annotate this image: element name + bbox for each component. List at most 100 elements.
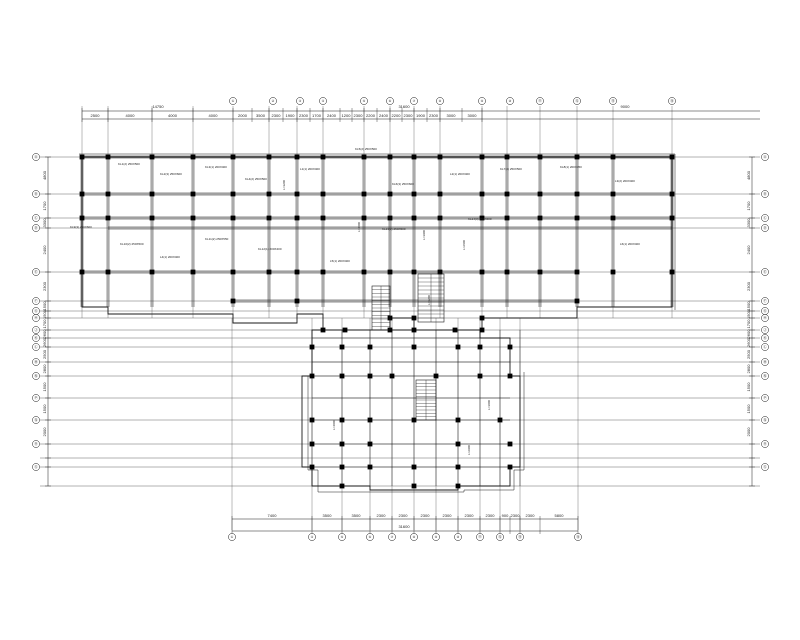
beam-label: KL2(3) 250X600 (160, 172, 182, 176)
left-axis-bubble-circle (32, 463, 40, 471)
beam-label: KL1(2) 250X500 (118, 162, 140, 166)
left-dim-text: 4800 (42, 170, 47, 180)
column (669, 191, 675, 197)
bottom-overall-dims: 31600 (398, 524, 410, 529)
beam-label: KL10(2) 250X500 (120, 242, 144, 246)
right-dim-text: 3300 (746, 218, 751, 228)
right-axis-bubble-label: Ⓙ (763, 327, 767, 332)
right-dim-text: 2400 (746, 245, 751, 255)
left-axis-bubble-label: Ⓗ (34, 315, 38, 320)
column (230, 154, 236, 160)
column (610, 154, 616, 160)
column (320, 191, 326, 197)
column (437, 269, 443, 275)
column (507, 373, 513, 379)
right-axis-bubble-label: Ⓕ (763, 298, 767, 303)
column (610, 191, 616, 197)
left-axis-bubble-circle (32, 214, 40, 222)
bottom-dim-text: 2300 (465, 513, 475, 518)
left-axis-bubble-label: Ⓢ (34, 464, 38, 469)
right-axis-bubble-circle (761, 343, 769, 351)
column (574, 298, 580, 304)
right-axis-bubble-label: Ⓑ (763, 191, 767, 196)
column (411, 483, 417, 489)
right-axis-bubble-label: Ⓡ (763, 441, 767, 446)
bottom-axis-bubble-label: ⑥ (369, 535, 372, 539)
column (105, 269, 111, 275)
column (537, 191, 543, 197)
slab-label: L=3200 (427, 295, 431, 305)
beam-label: L3(2) 200X400 (615, 179, 635, 183)
column (361, 269, 367, 275)
right-dim-text: 1700 (746, 319, 751, 329)
top-dim-text: 2300 (299, 113, 309, 118)
column (437, 154, 443, 160)
column (479, 327, 485, 333)
column (479, 154, 485, 160)
beam-label: L1(1) 200X400 (300, 167, 320, 171)
column (339, 464, 345, 470)
right-axis-bubble-circle (761, 334, 769, 342)
left-dim-text: 2600 (42, 329, 47, 339)
column (504, 215, 510, 221)
left-axis-bubble-label: Ⓡ (34, 441, 38, 446)
top-dim-text: 3000 (468, 113, 478, 118)
left-axis-bubble-circle (32, 343, 40, 351)
column (309, 344, 315, 350)
top-axis-bubble-label: ⑦ (413, 99, 416, 103)
top-axis-bubble-label: ④ (322, 99, 325, 103)
column (387, 215, 393, 221)
left-axis-bubble-label: Ⓕ (34, 298, 38, 303)
slab-label: L=3900 (422, 230, 426, 240)
column (339, 483, 345, 489)
column (477, 344, 483, 350)
bottom-axis-bubble-circle (410, 533, 418, 541)
right-axis-bubble-circle (761, 372, 769, 380)
top-dim-text: 2200 (366, 113, 376, 118)
column (79, 215, 85, 221)
slab-label: L=3000 (487, 400, 491, 410)
top-dim-text: 2300 (429, 113, 439, 118)
left-dim-text: 3300 (42, 218, 47, 228)
column (479, 191, 485, 197)
left-axis-bubble-circle (32, 334, 40, 342)
bottom-axis-bubble-circle (476, 533, 484, 541)
beam-label: KL9(3) 250X600 (70, 225, 92, 229)
column (339, 441, 345, 447)
left-axis-bubble-label: Ⓒ (34, 215, 38, 220)
column (190, 191, 196, 197)
bottom-axis-bubble-label: ⑩ (457, 535, 460, 539)
column (79, 269, 85, 275)
beam-label: KL11(2) 250X550 (205, 237, 229, 241)
right-axis-bubble-label: Ⓝ (763, 373, 767, 378)
left-axis-bubble-circle (32, 153, 40, 161)
column (387, 154, 393, 160)
column (266, 215, 272, 221)
right-axis-bubble-label: Ⓛ (763, 344, 767, 349)
right-axis-bubble-circle (761, 416, 769, 424)
right-axis-bubble-label: Ⓓ (763, 225, 767, 230)
top-dim-text: 1900 (286, 113, 296, 118)
bottom-axis-bubble-circle (228, 533, 236, 541)
column (574, 215, 580, 221)
bottom-dim-text: 2300 (526, 513, 536, 518)
column (537, 154, 543, 160)
beam-label: KL12(1) 200X400 (258, 247, 282, 251)
column (367, 441, 373, 447)
column (230, 191, 236, 197)
top-dim-text: 1200 (342, 113, 352, 118)
top-axis-bubble-circle (319, 97, 327, 105)
stair-core (371, 273, 445, 421)
top-dim-text: 2400 (327, 113, 337, 118)
column (149, 154, 155, 160)
column (79, 191, 85, 197)
column (574, 269, 580, 275)
column (79, 154, 85, 160)
top-overall-dims: 14750 31600 9000 (152, 104, 630, 109)
beam-lines (80, 155, 674, 486)
column (339, 344, 345, 350)
left-dim-text: 2500 (42, 349, 47, 359)
left-axis-bubble-label: Ⓛ (34, 344, 38, 349)
column (479, 215, 485, 221)
